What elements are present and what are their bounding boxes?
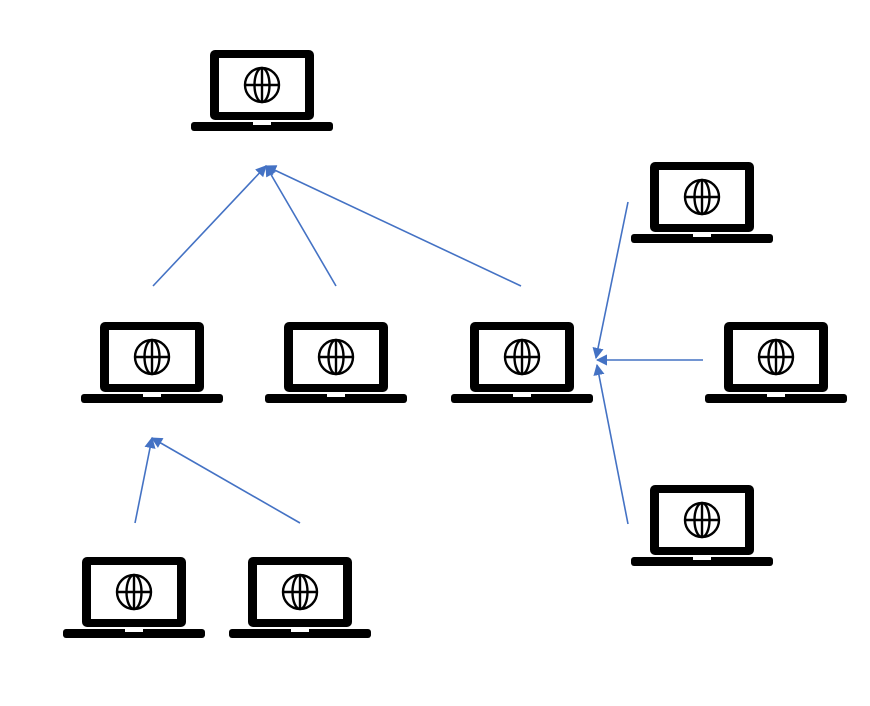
laptop-globe-icon [263, 320, 409, 405]
laptop-globe-icon [189, 48, 335, 133]
arrow-right-top-to-mid-right [592, 201, 629, 360]
laptop-globe-icon [703, 320, 849, 405]
arrow-mid-left-to-root [152, 165, 267, 287]
laptop-globe-icon [629, 483, 775, 568]
laptop-globe-icon [629, 160, 775, 245]
arrow-mid-right-to-root [264, 165, 522, 287]
arrow-bottom-left-b-to-mid-left [151, 437, 301, 524]
laptop-node-mid-right [449, 320, 595, 405]
laptop-globe-icon [227, 555, 373, 640]
laptop-globe-icon [79, 320, 225, 405]
laptop-globe-icon [61, 555, 207, 640]
laptop-node-bottom-left-b [227, 555, 373, 640]
laptop-node-right-top [629, 160, 775, 245]
laptop-node-bottom-left-a [61, 555, 207, 640]
laptop-globe-icon [449, 320, 595, 405]
laptop-node-root [189, 48, 335, 133]
laptop-node-right-middle [703, 320, 849, 405]
laptop-node-mid-center [263, 320, 409, 405]
laptop-node-mid-left [79, 320, 225, 405]
arrow-right-bottom-to-mid-right [593, 363, 629, 525]
arrow-bottom-left-a-to-mid-left [134, 436, 156, 524]
arrow-mid-center-to-root [265, 165, 337, 287]
laptop-node-right-bottom [629, 483, 775, 568]
